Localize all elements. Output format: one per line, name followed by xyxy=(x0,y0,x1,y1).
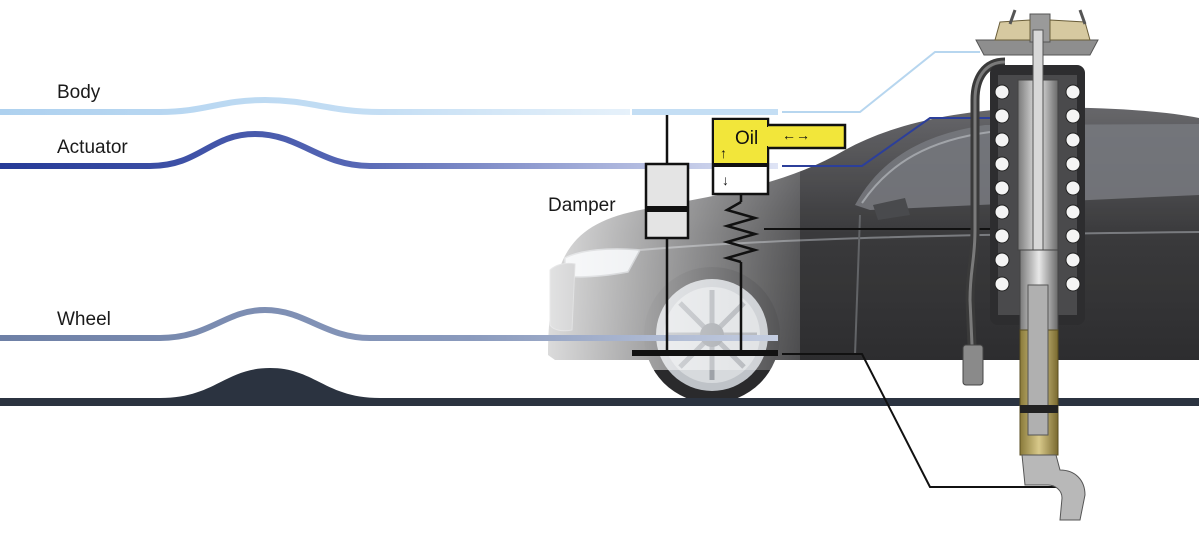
wheel-label: Wheel xyxy=(57,309,111,330)
actuator-cylinder xyxy=(711,117,847,196)
down-arrow-icon: ↓ xyxy=(722,172,729,188)
spring-symbol xyxy=(722,194,760,352)
actuator-label: Actuator xyxy=(57,137,128,158)
body-label: Body xyxy=(57,82,101,103)
strut-assembly xyxy=(962,9,1099,521)
road xyxy=(0,368,1199,406)
damper-label: Damper xyxy=(548,195,616,216)
wheel-carrier-plate xyxy=(632,350,778,356)
damper-symbol xyxy=(644,115,690,352)
body-motion-line xyxy=(0,96,630,115)
up-arrow-icon: ↑ xyxy=(720,145,727,161)
wheel-motion-line xyxy=(0,306,778,341)
oil-label: Oil xyxy=(735,128,759,149)
actuator-motion-line xyxy=(0,130,778,169)
oil-flow-arrows: ←→ xyxy=(782,127,810,143)
